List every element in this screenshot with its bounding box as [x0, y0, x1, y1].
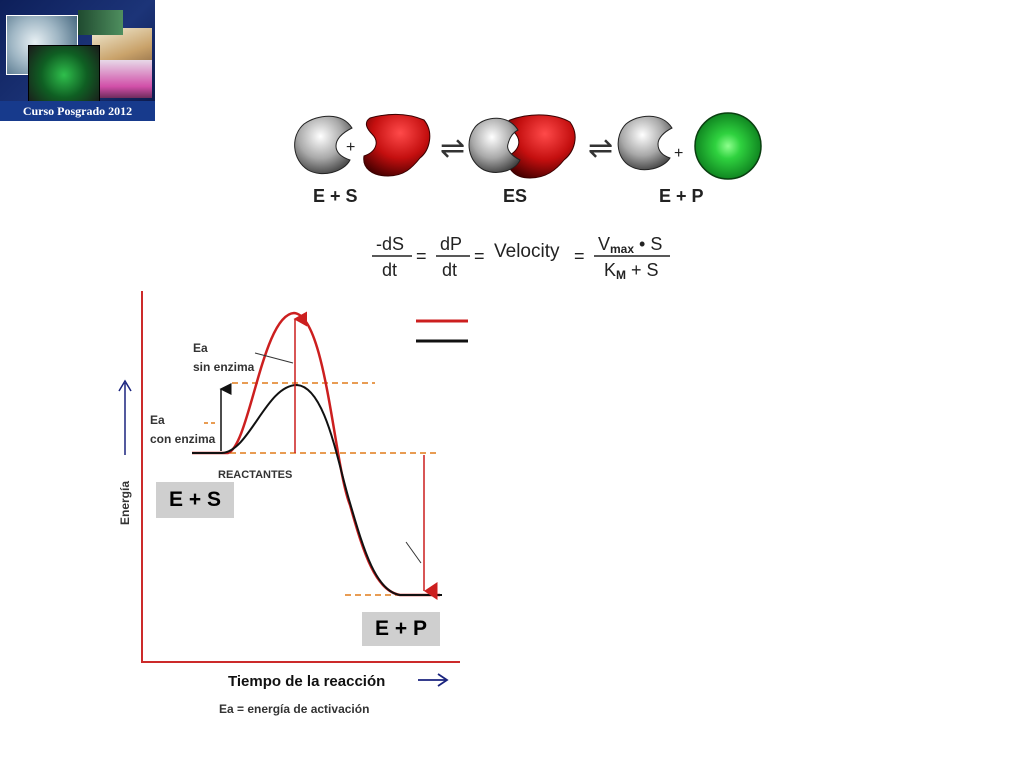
plus-sign-1: + [346, 139, 355, 156]
enzyme-shape-left [294, 115, 353, 175]
pointer-line-right [405, 541, 422, 564]
eq-dt-1: dt [382, 260, 397, 280]
logo-photo-flask [100, 60, 152, 98]
eq-minus-ds: -dS [376, 234, 404, 254]
equilibrium-arrow-1: ⇌ [440, 131, 465, 166]
enzyme-shape-right [617, 115, 673, 171]
logo-photo-green [28, 45, 100, 105]
box-e-plus-p: E + P [362, 612, 440, 646]
product-sphere [694, 112, 762, 180]
eq-vmax-sub: max [610, 242, 634, 256]
eq-vmax-v: V [598, 234, 610, 254]
svg-text:Vmax • S: Vmax • S [598, 234, 662, 256]
label-es-complex: ES [503, 186, 527, 206]
eq-equals-2: = [474, 246, 485, 266]
label-ea-con-1: Ea [150, 413, 165, 427]
curve-catalyzed [192, 383, 442, 596]
label-ea-con-2: con enzima [150, 432, 216, 446]
eq-km-plus-s: + S [626, 260, 659, 280]
x-axis-arrow-head [437, 673, 449, 687]
pointer-line-ea [254, 352, 294, 364]
eq-vmax-dot-s: • S [634, 234, 662, 254]
footnote-ea: Ea = energía de activación [219, 702, 369, 716]
curve-uncatalyzed [192, 311, 440, 597]
eq-dt-2: dt [442, 260, 457, 280]
plus-sign-2: + [674, 145, 683, 162]
label-ea-sin-2: sin enzima [193, 360, 255, 374]
y-axis-arrow-head [118, 379, 132, 392]
eq-km-sub: M [616, 268, 626, 282]
substrate-shape-complex [507, 114, 576, 179]
eq-dp: dP [440, 234, 462, 254]
eq-velocity: Velocity [494, 241, 560, 262]
logo-caption: Curso Posgrado 2012 [0, 101, 155, 121]
svg-text:KM + S: KM + S [604, 260, 659, 282]
y-axis-label: Energía [118, 481, 132, 525]
rate-equation: -dS dt = dP dt = Velocity = Vmax • S KM … [372, 234, 670, 282]
substrate-shape-left [363, 113, 431, 177]
label-e-plus-s-top: E + S [313, 186, 358, 206]
label-e-plus-p-top: E + P [659, 186, 704, 206]
eq-km-k: K [604, 260, 616, 280]
equilibrium-arrow-2: ⇌ [588, 131, 613, 166]
label-ea-sin-1: Ea [193, 341, 208, 355]
course-logo: Curso Posgrado 2012 [0, 0, 155, 121]
x-axis-label: Tiempo de la reacción [228, 673, 385, 690]
eq-equals-1: = [416, 246, 427, 266]
enzyme-shape-complex [468, 117, 521, 173]
eq-equals-3: = [574, 246, 585, 266]
energy-profile-diagram: Ea sin enzima Ea con enzima REACTANTES E… [118, 291, 468, 716]
label-reactantes: REACTANTES [218, 469, 292, 481]
enzyme-reaction-scheme: + ⇌ ⇌ + E + S ES E + P -dS dt = dP dt = … [294, 112, 762, 282]
logo-photo-mesh [78, 10, 123, 35]
box-e-plus-s: E + S [156, 482, 234, 518]
